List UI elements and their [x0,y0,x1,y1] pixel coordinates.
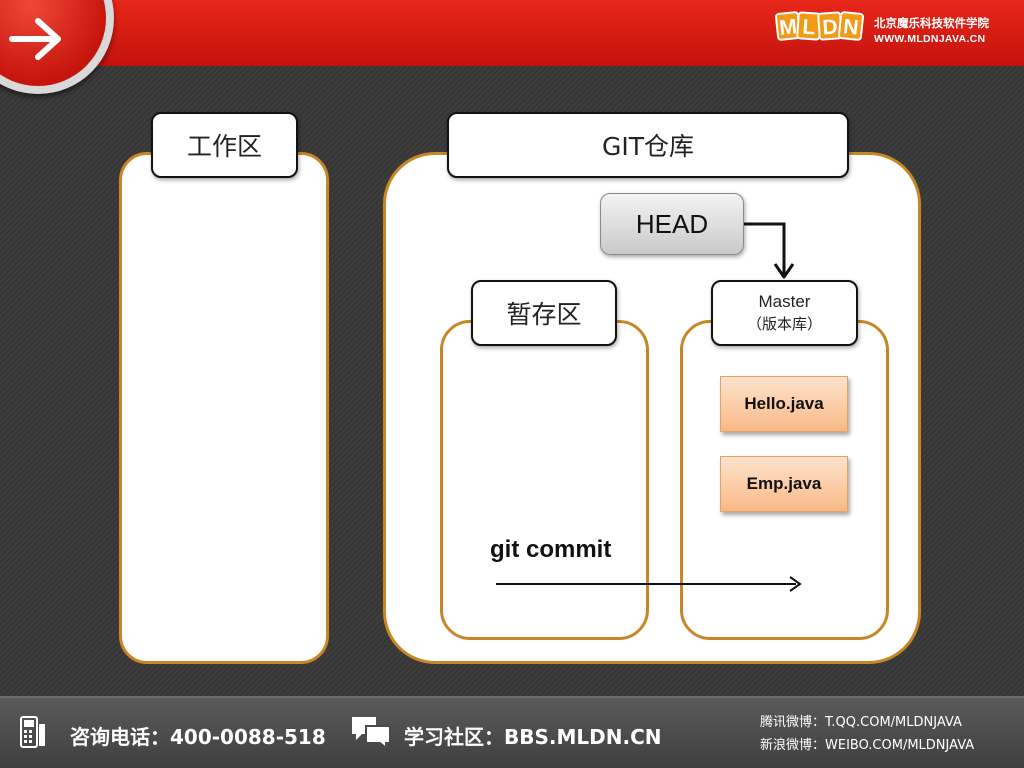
footer-community: 学习社区：BBS.MLDN.CN [404,725,662,749]
footer-bar [0,696,1024,768]
footer-phone: 咨询电话：400-0088-518 [70,725,326,749]
workspace-label: 工作区 [151,112,298,178]
master-label: Master [758,292,811,311]
staging-label: 暂存区 [471,280,617,346]
phone-icon [20,716,45,748]
file-emp-java: Emp.java [720,456,848,512]
file-hello-java: Hello.java [720,376,848,432]
header-bar [0,0,1024,66]
master-sublabel: （版本库） [746,315,822,333]
logo-letter-n: N [837,10,865,42]
footer-weibo-tencent[interactable]: 腾讯微博：T.QQ.COM/MLDNJAVA [760,715,962,730]
footer-weibo-sina[interactable]: 新浪微博：WEIBO.COM/MLDNJAVA [760,738,975,753]
git-repo-label: GIT仓库 [447,112,849,178]
logo-chinese-name: 北京魔乐科技软件学院 [874,16,989,30]
arrow-right-icon[interactable] [8,16,68,62]
head-pointer-box: HEAD [600,193,744,255]
logo-url: WWW.MLDNJAVA.CN [874,33,986,45]
master-label-box: Master （版本库） [711,280,858,346]
chat-bubbles-icon [352,717,391,750]
workspace-panel [119,152,329,664]
staging-panel [440,320,649,640]
git-commit-label: git commit [490,536,612,563]
